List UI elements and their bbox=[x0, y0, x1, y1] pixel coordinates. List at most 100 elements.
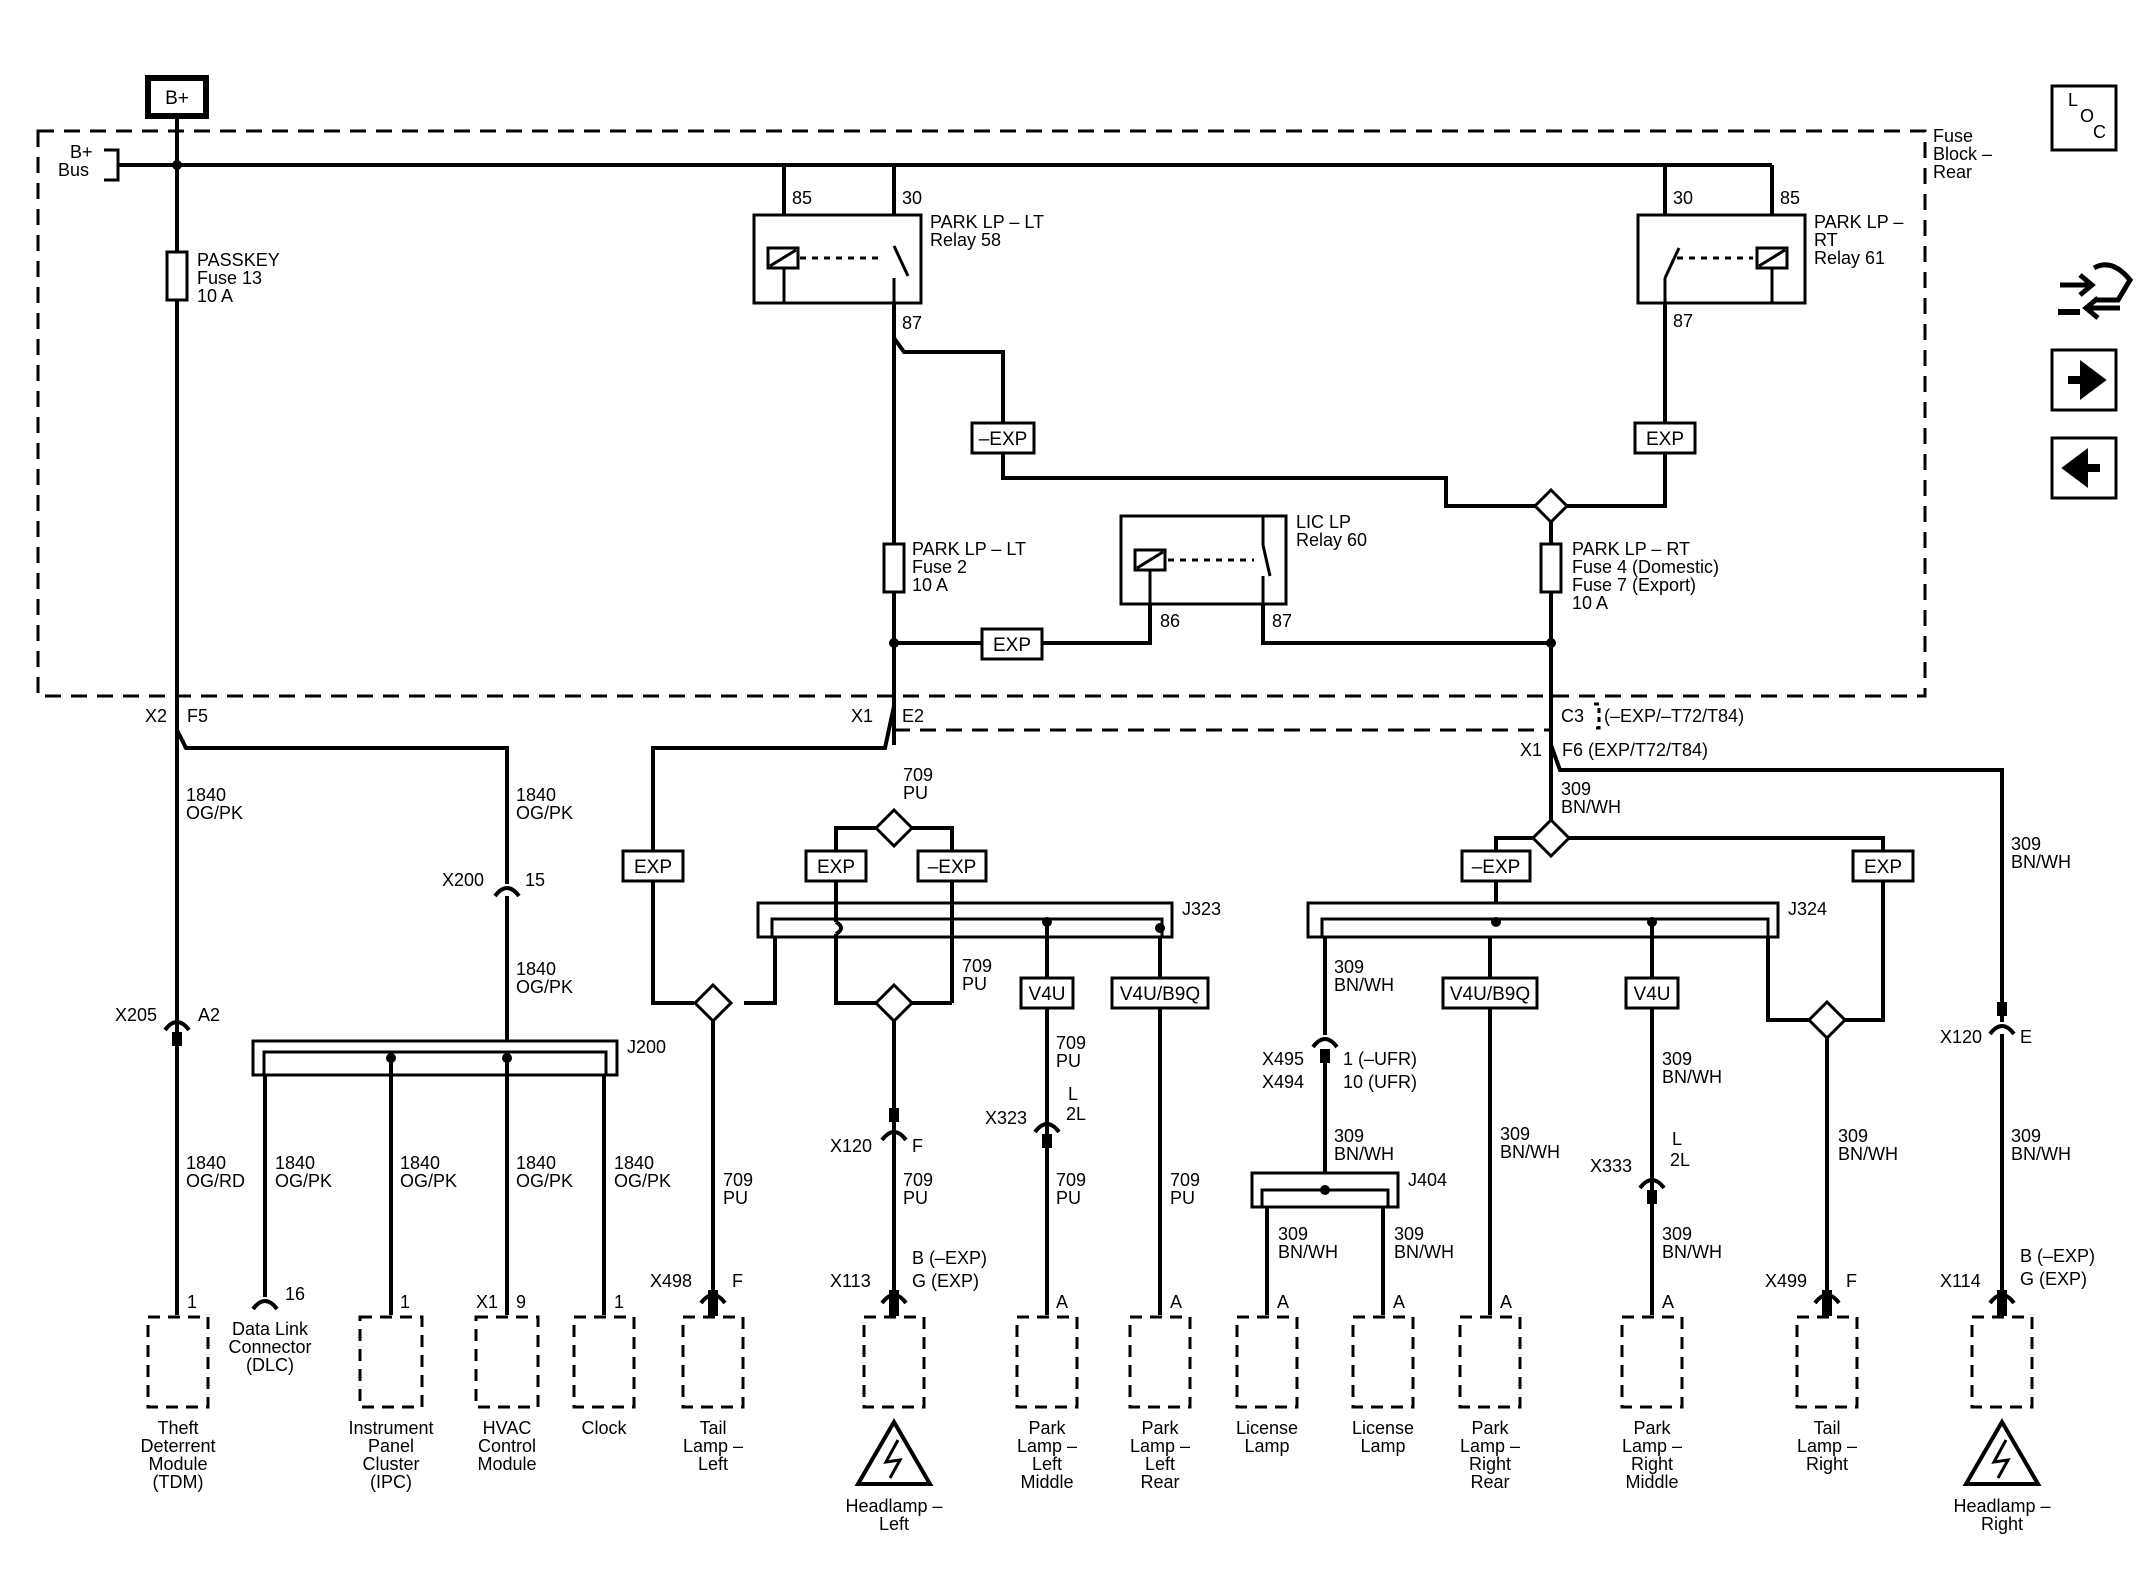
conn-x113-b: B (–EXP) bbox=[912, 1248, 987, 1268]
wire-park-rm-color: BN/WH bbox=[1662, 1242, 1722, 1262]
connector-x323-pin bbox=[1042, 1134, 1052, 1148]
tool-icon-arrow-right[interactable] bbox=[2060, 273, 2096, 297]
fuse-passkey-line3: 10 A bbox=[197, 286, 233, 306]
bus-node bbox=[172, 160, 182, 170]
wire-relay60-to-rt bbox=[1261, 604, 1551, 645]
splice-left-top bbox=[873, 807, 915, 849]
pin-lic2: A bbox=[1393, 1292, 1405, 1312]
wire-head-l-color: PU bbox=[903, 1188, 928, 1208]
conn-x323: X323 bbox=[985, 1108, 1027, 1128]
ipc-l3: Cluster bbox=[362, 1454, 419, 1474]
relay-58-pin85: 85 bbox=[792, 188, 812, 208]
wire-e2-num: 709 bbox=[903, 765, 933, 785]
connector-x499-pin bbox=[1822, 1290, 1832, 1316]
tool-icon-shape[interactable] bbox=[2092, 262, 2134, 303]
j324-node-in bbox=[1491, 917, 1501, 927]
relay-61-name2: RT bbox=[1814, 230, 1838, 250]
conn-x1-right: X1 bbox=[1520, 740, 1542, 760]
wire-clock-color: OG/PK bbox=[614, 1171, 671, 1191]
wire-f5-to-x200 bbox=[175, 729, 509, 884]
conn-a2: A2 bbox=[198, 1005, 220, 1025]
park-lr-l1: Park bbox=[1141, 1418, 1179, 1438]
wire-rt-color: BN/WH bbox=[1561, 797, 1621, 817]
wire-dlc-color: OG/PK bbox=[275, 1171, 332, 1191]
park-lm-l3: Left bbox=[1032, 1454, 1062, 1474]
fuse-park-lt-line2: Fuse 2 bbox=[912, 557, 967, 577]
park-rr-l3: Right bbox=[1469, 1454, 1511, 1474]
relay-58-name2: Relay 58 bbox=[930, 230, 1001, 250]
wire-e2-color: PU bbox=[903, 783, 928, 803]
option-nexp-top-label: –EXP bbox=[979, 429, 1028, 450]
fuse-passkey bbox=[165, 250, 189, 302]
tail-l-l3: Left bbox=[698, 1454, 728, 1474]
wire-park-lm-color: PU bbox=[1056, 1188, 1081, 1208]
tdm-l3: Module bbox=[148, 1454, 207, 1474]
wire-clock-num: 1840 bbox=[614, 1153, 654, 1173]
option-nexp-j324-label: –EXP bbox=[1472, 857, 1521, 878]
ipc-l4: (IPC) bbox=[370, 1472, 412, 1492]
conn-x114: X114 bbox=[1940, 1271, 1981, 1291]
fuse-block-label-3: Rear bbox=[1933, 162, 1972, 182]
component-park-lr-box bbox=[1128, 1315, 1192, 1409]
wire-j200in-color: OG/PK bbox=[516, 977, 573, 997]
esd-icon-right bbox=[1962, 1418, 2042, 1486]
wire-hvac-color: OG/PK bbox=[516, 1171, 573, 1191]
fuse-park-rt-line4: 10 A bbox=[1572, 593, 1608, 613]
park-rr-l1: Park bbox=[1471, 1418, 1509, 1438]
splice-headlamp-left bbox=[873, 982, 915, 1024]
conn-x323-l: L bbox=[1068, 1084, 1078, 1104]
fuse-park-rt-line3: Fuse 7 (Export) bbox=[1572, 575, 1696, 595]
connector-x205-pin bbox=[172, 1032, 182, 1046]
wire-splice-to-nexp bbox=[912, 826, 954, 851]
park-lm-l1: Park bbox=[1028, 1418, 1066, 1438]
connector-x114-pin bbox=[1997, 1290, 2007, 1316]
conn-x495-pin: 1 (–UFR) bbox=[1343, 1049, 1417, 1069]
wire-j323-to-tail bbox=[744, 937, 777, 1005]
park-lm-l2: Lamp – bbox=[1017, 1436, 1077, 1456]
conn-x205: X205 bbox=[115, 1005, 157, 1025]
option-v4u-left bbox=[1019, 976, 1075, 1010]
wire-f5-color: OG/PK bbox=[186, 803, 243, 823]
conn-x120-left-pin: F bbox=[912, 1136, 923, 1156]
wire-j324-to-tail-r bbox=[1766, 937, 1809, 1022]
conn-x498: X498 bbox=[650, 1271, 692, 1291]
wire-lic-num: 309 bbox=[1334, 957, 1364, 977]
relay-61-switch bbox=[1663, 247, 1681, 279]
tail-r-l2: Lamp – bbox=[1797, 1436, 1857, 1456]
relay-61-pin30: 30 bbox=[1673, 188, 1693, 208]
connector-tool-icon[interactable] bbox=[2058, 262, 2134, 320]
option-v4ub9q-left-label: V4U/B9Q bbox=[1120, 984, 1200, 1005]
component-park-lm-box bbox=[1015, 1315, 1079, 1409]
wire-head-l-num: 709 bbox=[903, 1170, 933, 1190]
connector-x120-right-pin bbox=[1997, 1002, 2007, 1016]
conn-x120-right: X120 bbox=[1940, 1027, 1982, 1047]
fuse-park-lt-line1: PARK LP – LT bbox=[912, 539, 1026, 559]
loc-button-frame[interactable] bbox=[2050, 84, 2118, 152]
loc-button[interactable]: L O C bbox=[2050, 84, 2118, 152]
component-tail-right-box bbox=[1795, 1315, 1859, 1409]
wire-v4u-l-num: 709 bbox=[1056, 1033, 1086, 1053]
park-rm-l1: Park bbox=[1633, 1418, 1671, 1438]
fuse-park-lt-line3: 10 A bbox=[912, 575, 948, 595]
conn-c3: C3 bbox=[1561, 706, 1584, 726]
park-lr-l4: Rear bbox=[1140, 1472, 1179, 1492]
next-page-button[interactable] bbox=[2050, 348, 2118, 412]
splice-j200-label: J200 bbox=[627, 1037, 666, 1057]
bus-label-1: B+ bbox=[70, 142, 93, 162]
option-exp-j323-label: EXP bbox=[817, 857, 855, 878]
relay-61-name3: Relay 61 bbox=[1814, 248, 1885, 268]
arrow-left-icon bbox=[2061, 448, 2100, 488]
wire-lic2-num: 309 bbox=[1334, 1126, 1364, 1146]
fuse-block-label-2: Block – bbox=[1933, 144, 1992, 164]
hvac-l3: Module bbox=[477, 1454, 536, 1474]
conn-x200: X200 bbox=[442, 870, 484, 890]
lic1-l2: Lamp bbox=[1244, 1436, 1289, 1456]
tail-r-l3: Right bbox=[1806, 1454, 1848, 1474]
hvac-l2: Control bbox=[478, 1436, 536, 1456]
relay-61-coil-mark bbox=[1758, 248, 1786, 268]
connector-x495 bbox=[1311, 1037, 1339, 1049]
park-rm-l3: Right bbox=[1631, 1454, 1673, 1474]
prev-page-button[interactable] bbox=[2050, 436, 2118, 500]
wire-exp-j324-bypass bbox=[1845, 881, 1885, 1022]
